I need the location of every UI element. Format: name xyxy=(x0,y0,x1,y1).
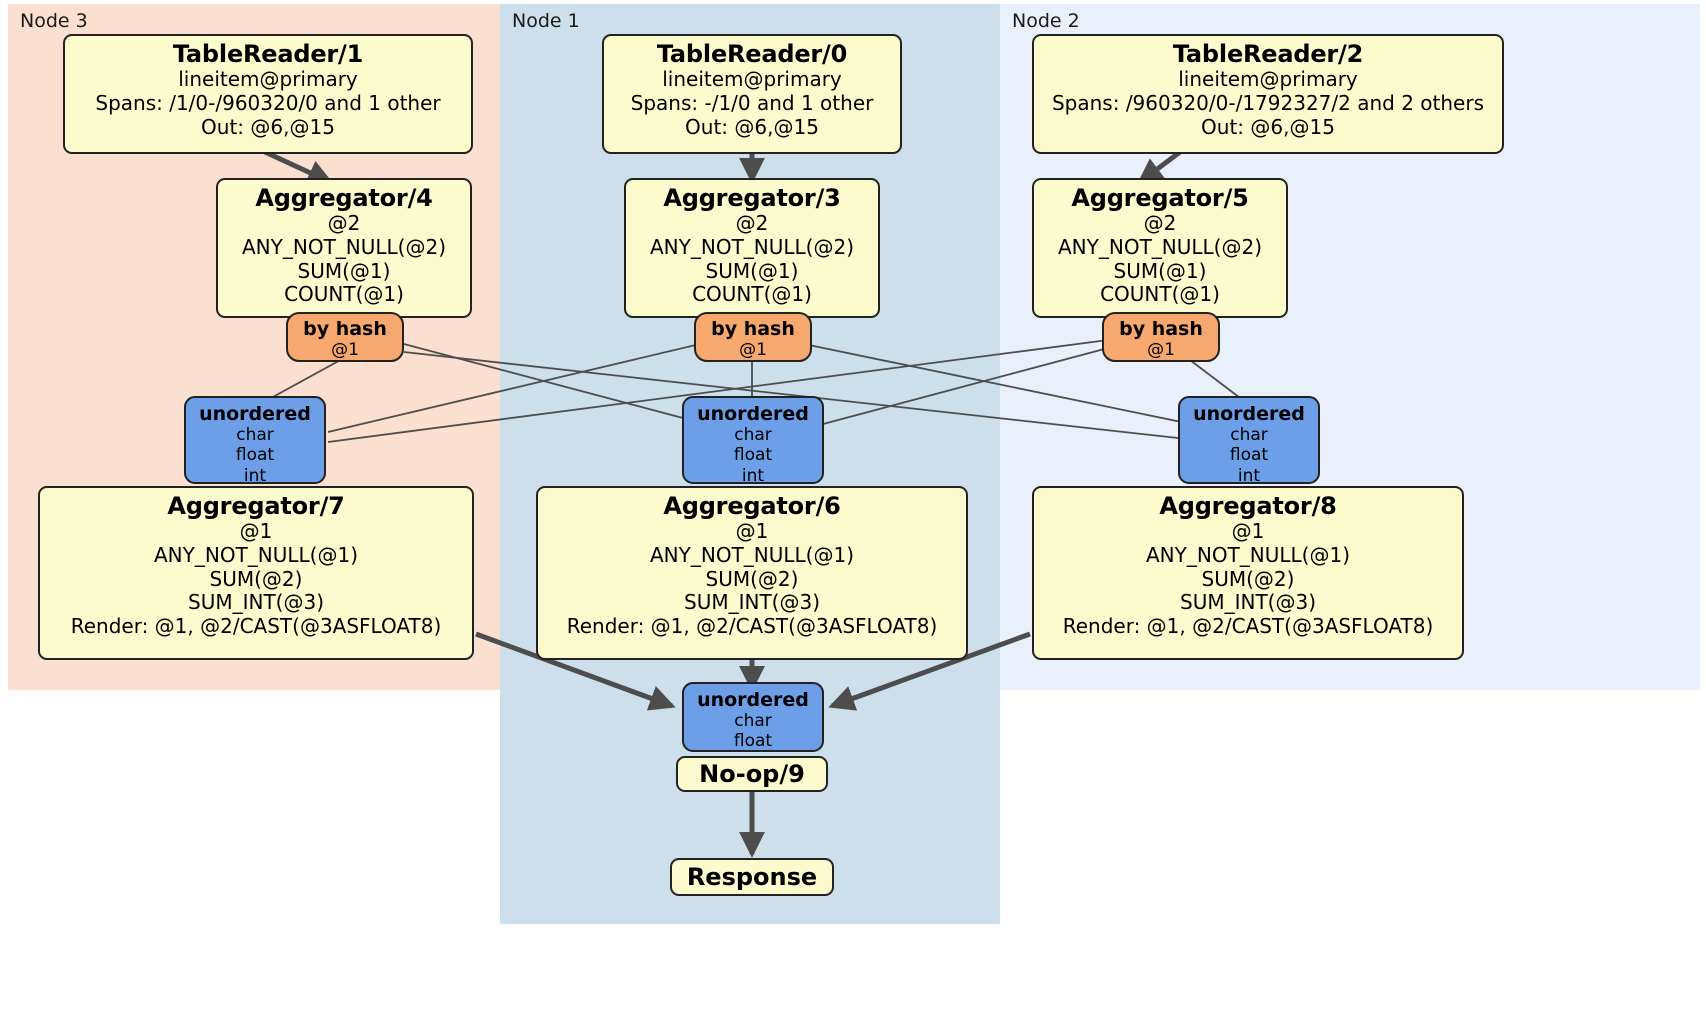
processor-tablereader-2[interactable]: TableReader/2 lineitem@primary Spans: /9… xyxy=(1032,34,1504,154)
tablereader-0-index: lineitem@primary xyxy=(662,67,842,92)
aggregator-8-agg1: ANY_NOT_NULL(@1) xyxy=(1146,542,1350,567)
aggregator-7-group: @1 xyxy=(239,519,273,544)
router-node1-detail: @1 xyxy=(739,340,767,361)
receiver-unordered-node2[interactable]: unordered char float int xyxy=(1178,396,1320,486)
processor-no-op-9[interactable]: No-op/9 xyxy=(676,756,828,792)
response-title: Response xyxy=(686,862,818,891)
aggregator-7-agg1: ANY_NOT_NULL(@1) xyxy=(154,542,358,567)
aggregator-6-agg1: ANY_NOT_NULL(@1) xyxy=(650,542,854,567)
aggregator-8-agg3: SUM_INT(@3) xyxy=(1180,590,1316,615)
receiver-node1-type-int: int xyxy=(741,465,765,486)
tablereader-0-spans: Spans: -/1/0 and 1 other xyxy=(630,90,874,115)
router-node3-detail: @1 xyxy=(331,340,359,361)
receiver-unordered-node3[interactable]: unordered char float int xyxy=(184,396,326,486)
receiver-node2-type-int: int xyxy=(1237,465,1261,486)
final-receiver-type-char: char xyxy=(734,711,772,732)
tablereader-1-spans: Spans: /1/0-/960320/0 and 1 other xyxy=(95,90,441,115)
tablereader-2-index: lineitem@primary xyxy=(1178,67,1358,92)
aggregator-5-group: @2 xyxy=(1143,211,1177,236)
aggregator-4-agg3: COUNT(@1) xyxy=(284,282,404,307)
processor-tablereader-1[interactable]: TableReader/1 lineitem@primary Spans: /1… xyxy=(63,34,473,154)
aggregator-5-title: Aggregator/5 xyxy=(1071,184,1249,212)
tablereader-0-title: TableReader/0 xyxy=(656,40,848,68)
aggregator-4-group: @2 xyxy=(327,211,361,236)
aggregator-3-agg3: COUNT(@1) xyxy=(692,282,812,307)
aggregator-3-agg2: SUM(@1) xyxy=(705,258,799,283)
aggregator-4-agg1: ANY_NOT_NULL(@2) xyxy=(242,234,446,259)
receiver-node2-type-float: float xyxy=(1229,445,1269,466)
aggregator-6-render: Render: @1, @2/CAST(@3ASFLOAT8) xyxy=(566,613,938,638)
tablereader-2-out: Out: @6,@15 xyxy=(1201,114,1335,139)
processor-aggregator-6[interactable]: Aggregator/6 @1 ANY_NOT_NULL(@1) SUM(@2)… xyxy=(536,486,968,660)
aggregator-8-group: @1 xyxy=(1231,519,1265,544)
router-by-hash-node2[interactable]: by hash @1 xyxy=(1102,312,1220,362)
aggregator-8-title: Aggregator/8 xyxy=(1159,492,1337,520)
processor-aggregator-7[interactable]: Aggregator/7 @1 ANY_NOT_NULL(@1) SUM(@2)… xyxy=(38,486,474,660)
router-node3-title: by hash xyxy=(303,318,387,340)
node-panel-label-node3: Node 3 xyxy=(20,10,88,32)
aggregator-5-agg1: ANY_NOT_NULL(@2) xyxy=(1058,234,1262,259)
aggregator-6-agg2: SUM(@2) xyxy=(705,566,799,591)
aggregator-6-title: Aggregator/6 xyxy=(663,492,841,520)
receiver-node1-type-char: char xyxy=(734,425,772,446)
router-node2-title: by hash xyxy=(1119,318,1203,340)
processor-tablereader-0[interactable]: TableReader/0 lineitem@primary Spans: -/… xyxy=(602,34,902,154)
aggregator-3-group: @2 xyxy=(735,211,769,236)
receiver-unordered-final[interactable]: unordered char float xyxy=(682,682,824,752)
router-node1-title: by hash xyxy=(711,318,795,340)
aggregator-8-render: Render: @1, @2/CAST(@3ASFLOAT8) xyxy=(1062,613,1434,638)
tablereader-1-title: TableReader/1 xyxy=(172,40,364,68)
router-by-hash-node1[interactable]: by hash @1 xyxy=(694,312,812,362)
aggregator-6-group: @1 xyxy=(735,519,769,544)
tablereader-0-out: Out: @6,@15 xyxy=(685,114,819,139)
aggregator-7-render: Render: @1, @2/CAST(@3ASFLOAT8) xyxy=(70,613,442,638)
receiver-node3-title: unordered xyxy=(199,403,311,425)
tablereader-2-spans: Spans: /960320/0-/1792327/2 and 2 others xyxy=(1051,90,1484,115)
aggregator-7-agg2: SUM(@2) xyxy=(209,566,303,591)
aggregator-7-agg3: SUM_INT(@3) xyxy=(188,590,324,615)
aggregator-5-agg3: COUNT(@1) xyxy=(1100,282,1220,307)
tablereader-2-title: TableReader/2 xyxy=(1172,40,1364,68)
no-op-9-title: No-op/9 xyxy=(699,759,805,788)
router-by-hash-node3[interactable]: by hash @1 xyxy=(286,312,404,362)
aggregator-7-title: Aggregator/7 xyxy=(167,492,345,520)
receiver-node3-type-int: int xyxy=(243,465,267,486)
aggregator-8-agg2: SUM(@2) xyxy=(1201,566,1295,591)
receiver-node1-type-float: float xyxy=(733,445,773,466)
receiver-node2-type-char: char xyxy=(1230,425,1268,446)
node-panel-label-node1: Node 1 xyxy=(512,10,580,32)
aggregator-5-agg2: SUM(@1) xyxy=(1113,258,1207,283)
aggregator-3-agg1: ANY_NOT_NULL(@2) xyxy=(650,234,854,259)
processor-aggregator-5[interactable]: Aggregator/5 @2 ANY_NOT_NULL(@2) SUM(@1)… xyxy=(1032,178,1288,318)
tablereader-1-index: lineitem@primary xyxy=(178,67,358,92)
receiver-node2-title: unordered xyxy=(1193,403,1305,425)
receiver-node3-type-char: char xyxy=(236,425,274,446)
receiver-node1-title: unordered xyxy=(697,403,809,425)
tablereader-1-out: Out: @6,@15 xyxy=(201,114,335,139)
router-node2-detail: @1 xyxy=(1147,340,1175,361)
aggregator-4-title: Aggregator/4 xyxy=(255,184,433,212)
final-receiver-title: unordered xyxy=(697,689,809,711)
receiver-node3-type-float: float xyxy=(235,445,275,466)
response-node[interactable]: Response xyxy=(670,858,834,896)
processor-aggregator-8[interactable]: Aggregator/8 @1 ANY_NOT_NULL(@1) SUM(@2)… xyxy=(1032,486,1464,660)
node-panel-label-node2: Node 2 xyxy=(1012,10,1080,32)
processor-aggregator-4[interactable]: Aggregator/4 @2 ANY_NOT_NULL(@2) SUM(@1)… xyxy=(216,178,472,318)
aggregator-4-agg2: SUM(@1) xyxy=(297,258,391,283)
receiver-unordered-node1[interactable]: unordered char float int xyxy=(682,396,824,486)
aggregator-6-agg3: SUM_INT(@3) xyxy=(684,590,820,615)
processor-aggregator-3[interactable]: Aggregator/3 @2 ANY_NOT_NULL(@2) SUM(@1)… xyxy=(624,178,880,318)
aggregator-3-title: Aggregator/3 xyxy=(663,184,841,212)
final-receiver-type-float: float xyxy=(733,731,773,752)
